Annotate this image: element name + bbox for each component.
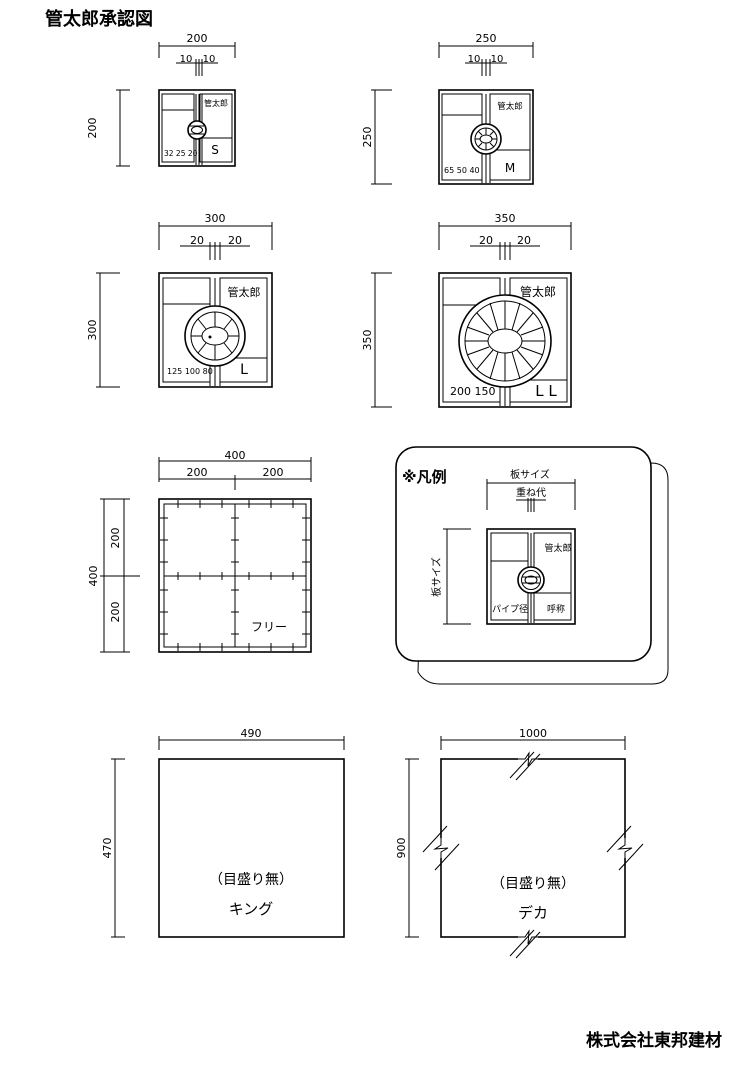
deka-break-mark-right	[606, 825, 644, 871]
legend-title: ※凡例	[402, 468, 447, 486]
legend-pipe-hole	[517, 566, 545, 594]
panel-ll-height-label: 350	[361, 330, 374, 351]
panel-s-width-label: 200	[187, 32, 208, 45]
panel-m-width-label: 250	[476, 32, 497, 45]
panel-s-overlap-right: 10	[203, 54, 216, 65]
free-panel-tick-marks	[160, 500, 310, 651]
legend-box: ※凡例 板サイズ 重ね代 板サイズ 管太郎 パイプ径 呼称	[395, 446, 669, 685]
panel-l-brand: 管太郎	[228, 285, 261, 299]
panel-ll-size-label: L L	[535, 382, 557, 400]
free-panel-width-right: 200	[263, 466, 284, 479]
free-panel-height-label: 400	[87, 566, 100, 587]
panel-l-size-label: L	[240, 362, 248, 378]
drawing-title: 管太郎承認図	[45, 8, 153, 30]
king-name: キング	[229, 900, 274, 918]
panel-s-size-label: S	[211, 143, 219, 157]
panel-ll-brand: 管太郎	[520, 284, 556, 299]
deka-note: （目盛り無）	[491, 876, 575, 892]
panel-l-overlap-left: 20	[190, 234, 204, 247]
panel-s-pipe-hole	[187, 120, 207, 140]
legend-pipe-diameter: パイプ径	[492, 603, 528, 615]
king-note: （目盛り無）	[209, 872, 293, 888]
panel-ll-pipe-sizes: 200 150	[450, 385, 496, 398]
panel-ll-overlap-right: 20	[517, 234, 531, 247]
king-width-label: 490	[241, 727, 262, 740]
panel-ll: 350 20 20 350	[361, 212, 572, 408]
panel-ll-width-label: 350	[495, 212, 516, 225]
deka-name: デカ	[518, 904, 548, 922]
panel-l: 300 20 20 300 管	[86, 212, 273, 388]
deka-break-mark-left	[422, 825, 460, 871]
legend-nominal: 呼称	[547, 603, 565, 615]
deka-break-mark-top	[509, 751, 541, 781]
panel-m-overlap-right: 10	[491, 54, 504, 65]
panel-s-overlap-left: 10	[180, 54, 193, 65]
legend-board-size-horizontal: 板サイズ	[510, 468, 550, 481]
panel-m-brand: 管太郎	[497, 101, 523, 112]
deka-width-label: 1000	[519, 727, 547, 740]
free-panel: 400 200 200 400 200 200	[87, 449, 312, 653]
king-panel: 490 470 （目盛り無） キング	[101, 727, 345, 938]
panel-l-height-label: 300	[86, 320, 99, 341]
deka-panel: 1000 900 （目盛り無）	[395, 727, 644, 959]
panel-l-overlap-right: 20	[228, 234, 242, 247]
panel-s: 200 10 10 200 管太郎 32 25 20 S	[86, 32, 236, 167]
legend-board-size-vertical: 板サイズ	[430, 557, 443, 597]
legend-overlap: 重ね代	[516, 486, 546, 499]
panel-l-width-label: 300	[205, 212, 226, 225]
legend-brand: 管太郎	[544, 542, 571, 554]
panel-s-brand: 管太郎	[204, 98, 228, 108]
panel-m-pipe-hole	[470, 123, 502, 155]
panel-l-pipe-hole	[184, 305, 246, 367]
free-panel-label: フリー	[251, 620, 287, 634]
king-height-label: 470	[101, 838, 114, 859]
free-panel-height-bottom: 200	[109, 602, 122, 623]
panel-ll-overlap-left: 20	[479, 234, 493, 247]
panel-l-pipe-sizes: 125 100 80	[167, 367, 213, 376]
panel-ll-pipe-hole	[458, 294, 552, 388]
deka-height-label: 900	[395, 838, 408, 859]
panel-m-pipe-sizes: 65 50 40	[444, 166, 480, 175]
panel-m: 250 10 10 250 管太郎	[361, 32, 534, 185]
free-panel-width-label: 400	[225, 449, 246, 462]
free-panel-width-left: 200	[187, 466, 208, 479]
company-name: 株式会社東邦建材	[586, 1030, 722, 1051]
deka-break-mark-bottom	[509, 929, 541, 959]
panel-m-overlap-left: 10	[468, 54, 481, 65]
panel-s-pipe-sizes: 32 25 20	[164, 149, 198, 158]
free-panel-height-top: 200	[109, 528, 122, 549]
panel-m-height-label: 250	[361, 127, 374, 148]
panel-s-height-label: 200	[86, 118, 99, 139]
panel-m-size-label: M	[505, 161, 515, 175]
